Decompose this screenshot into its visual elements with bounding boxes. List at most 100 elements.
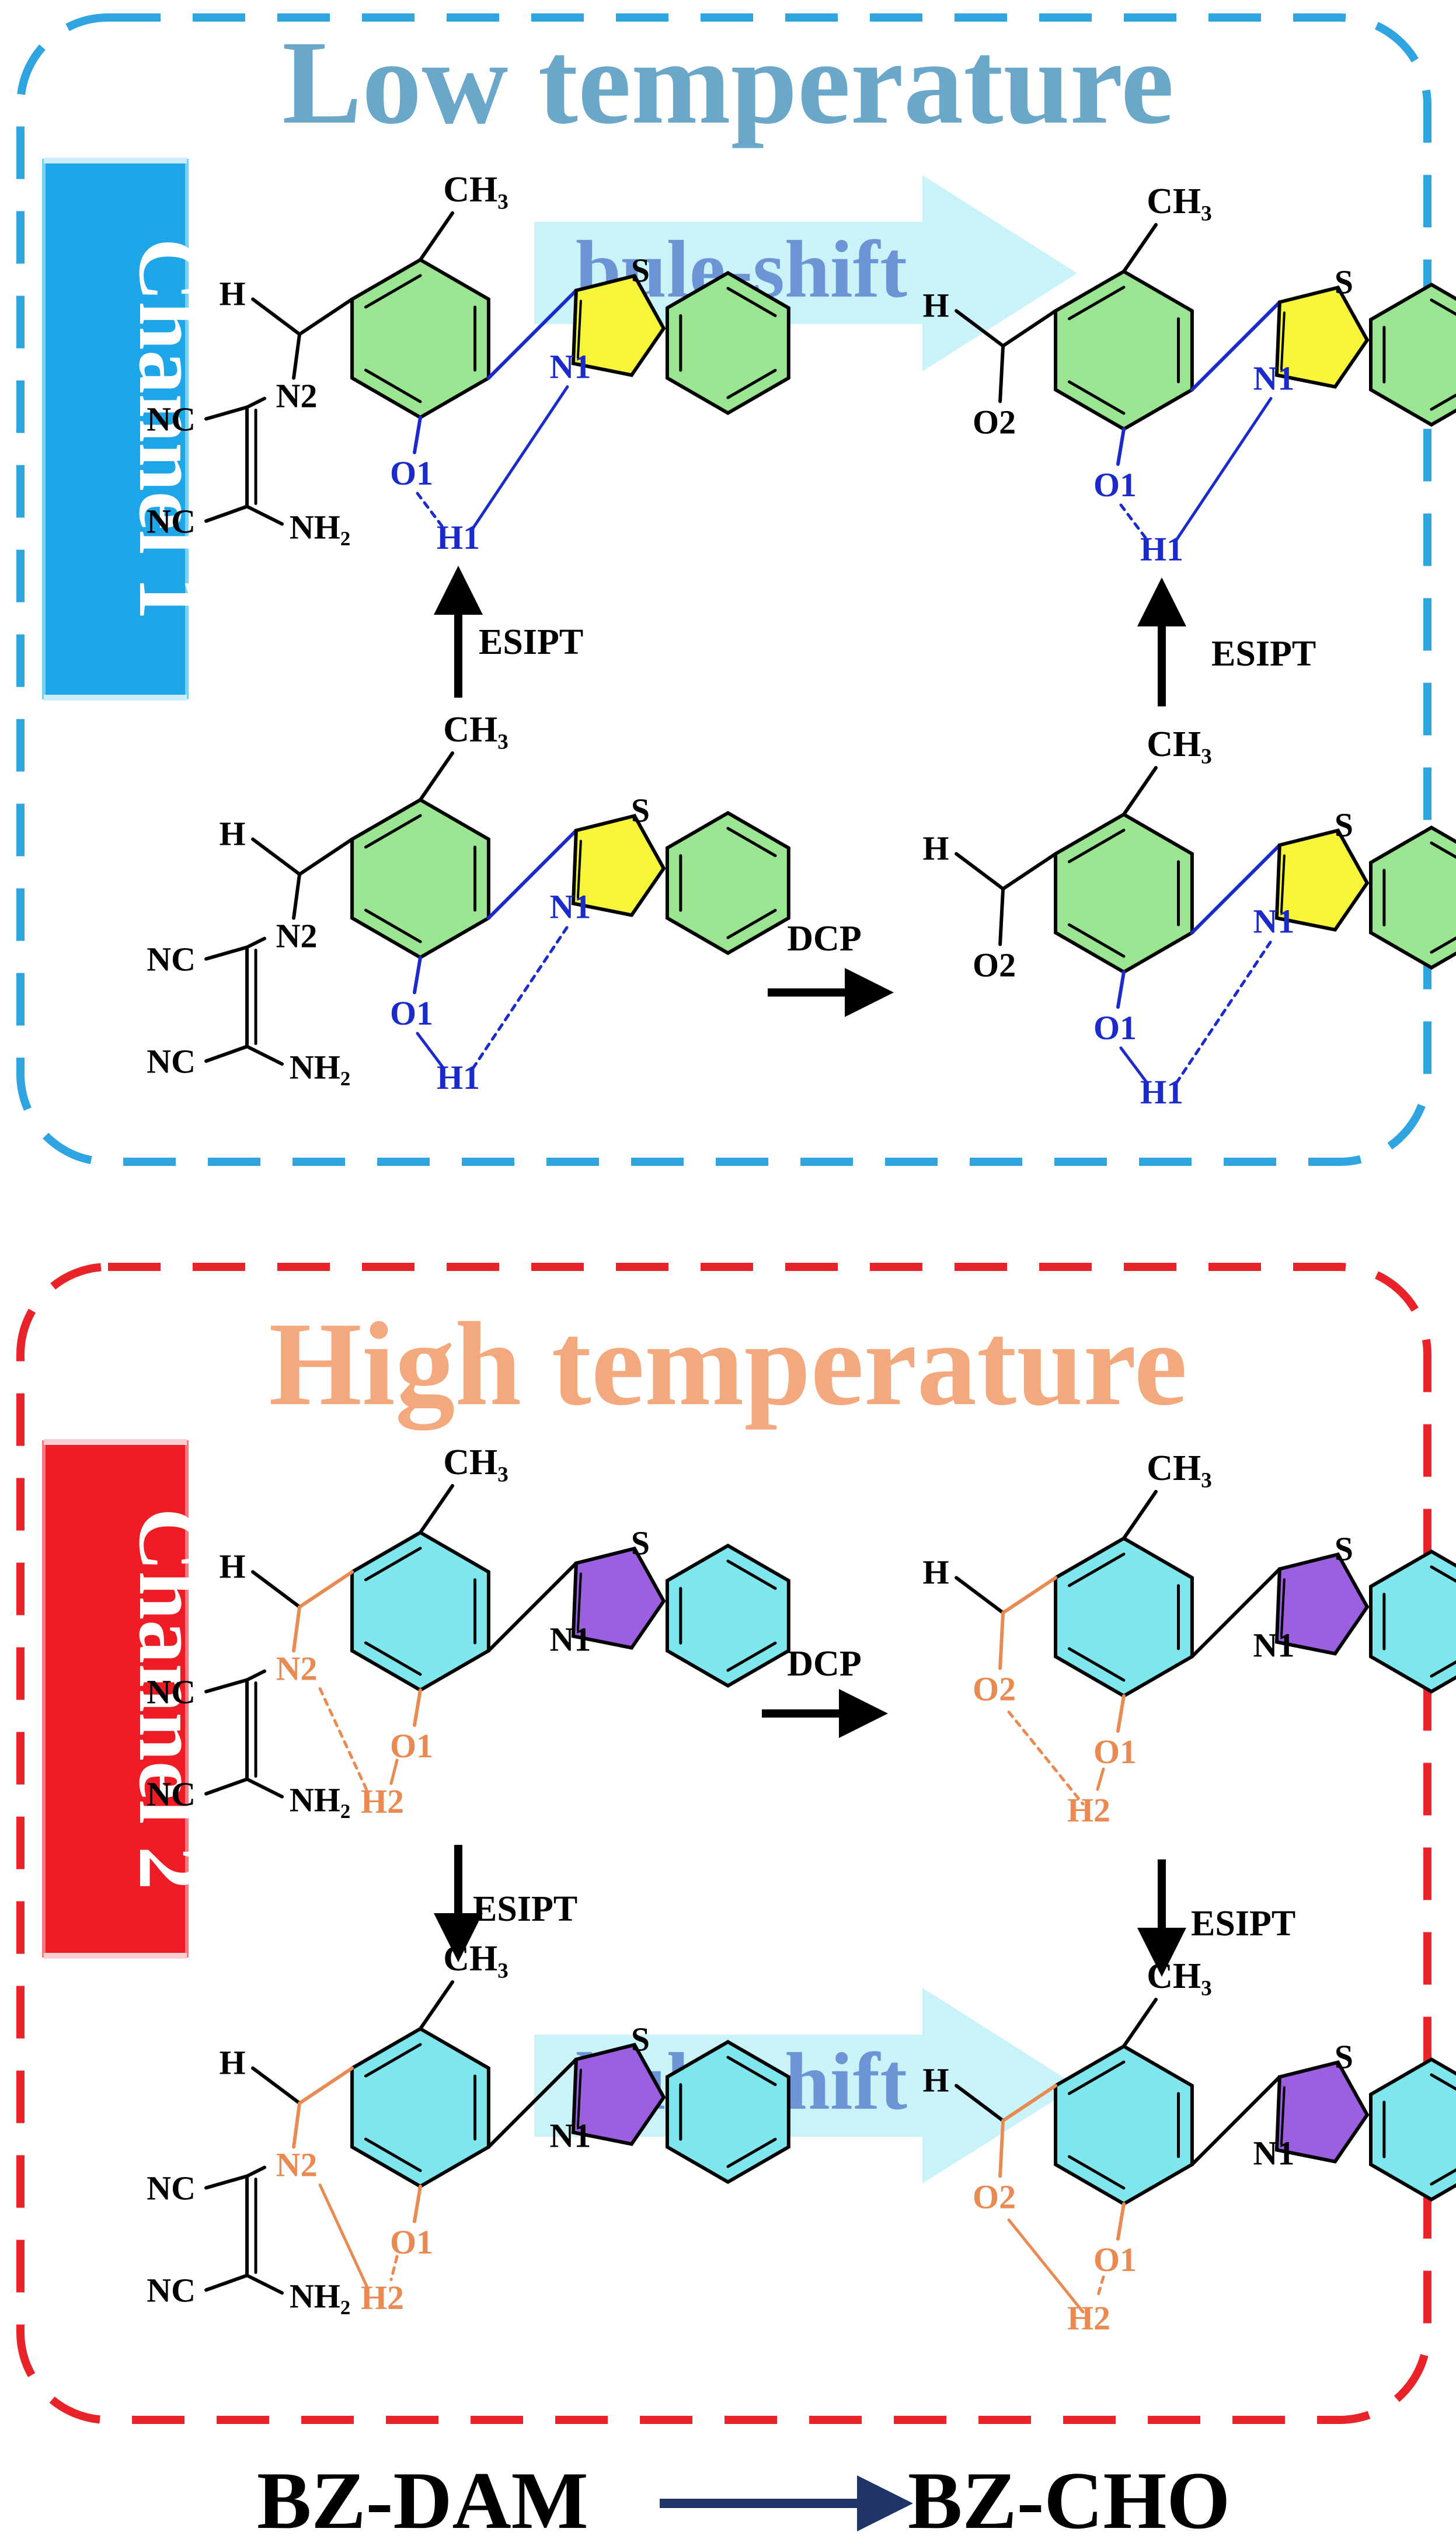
h2-label: H2 xyxy=(361,1782,404,1820)
n2-label: N2 xyxy=(276,377,318,415)
o2-label: O2 xyxy=(973,946,1016,984)
footer-right-label: BZ-CHO xyxy=(908,2456,1230,2546)
n2-label: N2 xyxy=(276,1650,318,1688)
ch3-label: CH₃ xyxy=(1147,725,1212,764)
h1-label: H1 xyxy=(437,518,480,556)
h-label: H xyxy=(220,815,246,853)
nh2-label: NH₂ xyxy=(290,2277,350,2315)
o2-label: O2 xyxy=(973,2178,1016,2216)
h2-label: H2 xyxy=(1067,2299,1110,2337)
h-label: H xyxy=(220,1548,246,1586)
o2-label: O2 xyxy=(973,1670,1016,1708)
dcp-label-high: DCP xyxy=(787,1644,861,1684)
benzo-ring xyxy=(1368,2057,1456,2202)
phenyl-ring xyxy=(350,2026,490,2189)
nc-label-bottom: NC xyxy=(147,503,196,541)
n1-label: N1 xyxy=(549,348,591,386)
h1-label: H1 xyxy=(1140,530,1183,568)
channel-1-banner: Channel 1 xyxy=(42,158,218,701)
phenyl-ring xyxy=(1054,1536,1194,1698)
phenyl-ring xyxy=(1054,269,1194,431)
n1-label: N1 xyxy=(549,888,591,926)
ch3-label: CH₃ xyxy=(443,1443,508,1482)
n1-label: N1 xyxy=(549,2117,591,2155)
thiazole-ring xyxy=(571,814,666,917)
h-label: H xyxy=(923,2061,949,2099)
phenyl-ring xyxy=(350,797,490,960)
thiazole-ring xyxy=(571,274,666,377)
n1-label: N1 xyxy=(1253,903,1294,941)
low-temperature-panel xyxy=(16,13,1431,1166)
ch3-label: CH₃ xyxy=(443,1939,508,1979)
channel-2-label: Channel 2 xyxy=(121,1508,218,1890)
s-label: S xyxy=(1335,1530,1353,1568)
benzo-ring xyxy=(665,811,790,955)
nc-label-bottom: NC xyxy=(147,1043,196,1081)
nh2-label: NH₂ xyxy=(290,1049,350,1086)
h-label: H xyxy=(220,275,246,313)
high-temperature-title: High temperature xyxy=(269,1298,1187,1430)
nh2-label: NH₂ xyxy=(290,508,350,546)
nc-label-top: NC xyxy=(147,1673,196,1711)
dcp-label-low: DCP xyxy=(787,919,861,959)
h2-label: H2 xyxy=(361,2279,404,2317)
footer-left-label: BZ-DAM xyxy=(257,2456,588,2546)
ch3-label: CH₃ xyxy=(443,710,508,750)
nc-label-top: NC xyxy=(147,400,196,438)
benzo-ring xyxy=(665,271,790,415)
o1-label: O1 xyxy=(390,2223,433,2261)
o1-label: O1 xyxy=(390,1727,433,1765)
o1-label: O1 xyxy=(1093,2241,1137,2279)
ch3-label: CH₃ xyxy=(443,170,508,210)
o1-label: O1 xyxy=(390,994,433,1032)
n1-label: N1 xyxy=(1253,1626,1294,1664)
esipt-label-low-left: ESIPT xyxy=(479,622,583,662)
ch3-label: CH₃ xyxy=(1147,1956,1212,1996)
s-label: S xyxy=(1335,263,1353,301)
low-temperature-title: Low temperature xyxy=(282,16,1174,149)
esipt-label-high-right: ESIPT xyxy=(1191,1904,1295,1944)
ch3-label: CH₃ xyxy=(1147,1448,1212,1488)
s-label: S xyxy=(631,2021,650,2059)
benzo-ring xyxy=(1368,826,1456,970)
benzo-ring xyxy=(665,1544,790,1688)
h1-label: H1 xyxy=(1140,1073,1183,1111)
thiazole-ring xyxy=(1274,1552,1370,1656)
benzo-ring xyxy=(1368,283,1456,427)
esipt-label-high-left: ESIPT xyxy=(473,1889,577,1929)
o1-label: O1 xyxy=(1093,1009,1137,1047)
h-label: H xyxy=(220,2044,246,2082)
n2-label: N2 xyxy=(276,2146,318,2184)
phenyl-ring xyxy=(350,257,490,420)
n1-label: N1 xyxy=(1253,2134,1294,2172)
o1-label: O1 xyxy=(1093,466,1137,504)
thiazole-ring xyxy=(571,1547,666,1650)
thiazole-ring xyxy=(1274,828,1370,932)
benzo-ring xyxy=(665,2040,790,2184)
n1-label: N1 xyxy=(1253,360,1294,398)
nc-label-top: NC xyxy=(147,2169,196,2207)
thiazole-ring xyxy=(571,2043,666,2146)
phenyl-ring xyxy=(1054,2044,1194,2206)
thiazole-ring xyxy=(1274,2060,1370,2164)
h-label: H xyxy=(923,1554,949,1591)
o2-label: O2 xyxy=(973,403,1016,441)
phenyl-ring xyxy=(350,1530,490,1692)
benzo-ring xyxy=(1368,1549,1456,1694)
nc-label-bottom: NC xyxy=(147,1775,196,1813)
h1-label: H1 xyxy=(437,1058,480,1096)
s-label: S xyxy=(1335,806,1353,844)
o1-label: O1 xyxy=(1093,1733,1137,1771)
nc-label-bottom: NC xyxy=(147,2272,196,2310)
n2-label: N2 xyxy=(276,917,318,955)
h-label: H xyxy=(923,287,949,325)
s-label: S xyxy=(1335,2038,1353,2076)
